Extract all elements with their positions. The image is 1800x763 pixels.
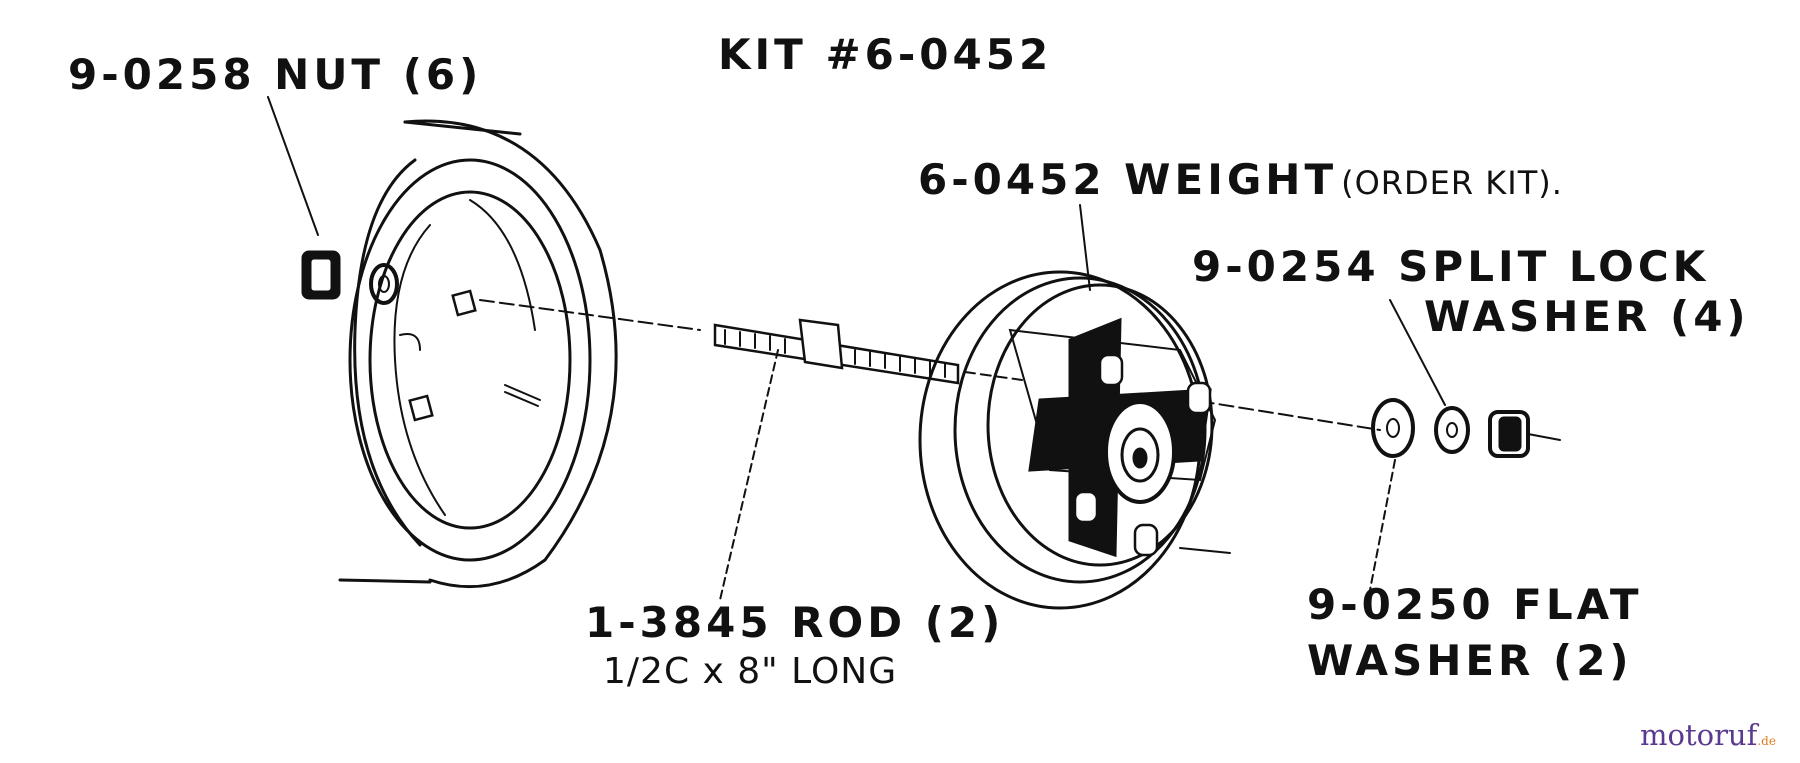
rod-label: 1-3845 ROD (2)	[585, 598, 1005, 647]
watermark: motoruf.de	[1640, 718, 1776, 752]
rod-illustration	[713, 318, 960, 385]
split-lock-label-line2: WASHER (4)	[1424, 292, 1750, 341]
nut-right	[1488, 410, 1530, 458]
weight-illustration	[918, 270, 1217, 610]
watermark-brand: motoruf	[1640, 718, 1758, 752]
kit-title: KIT #6-0452	[718, 30, 1053, 79]
flat-washer-right	[1371, 398, 1415, 458]
weight-label-note: (ORDER KIT).	[1341, 164, 1563, 202]
nut-left	[301, 250, 341, 300]
nut-label: 9-0258 NUT (6)	[68, 50, 483, 99]
weight-label: 6-0452 WEIGHT (ORDER KIT).	[918, 155, 1563, 204]
weight-label-part: 6-0452 WEIGHT	[918, 155, 1338, 204]
washer-left	[369, 263, 399, 305]
split-lock-label-line1: 9-0254 SPLIT LOCK	[1192, 242, 1710, 291]
watermark-suffix: .de	[1757, 734, 1776, 748]
flat-washer-label-line1: 9-0250 FLAT	[1307, 580, 1643, 629]
wheel-illustration	[338, 119, 618, 589]
split-lock-washer-right	[1434, 406, 1470, 454]
flat-washer-label-line2: WASHER (2)	[1307, 636, 1633, 685]
rod-spec-label: 1/2C x 8" LONG	[603, 651, 898, 692]
